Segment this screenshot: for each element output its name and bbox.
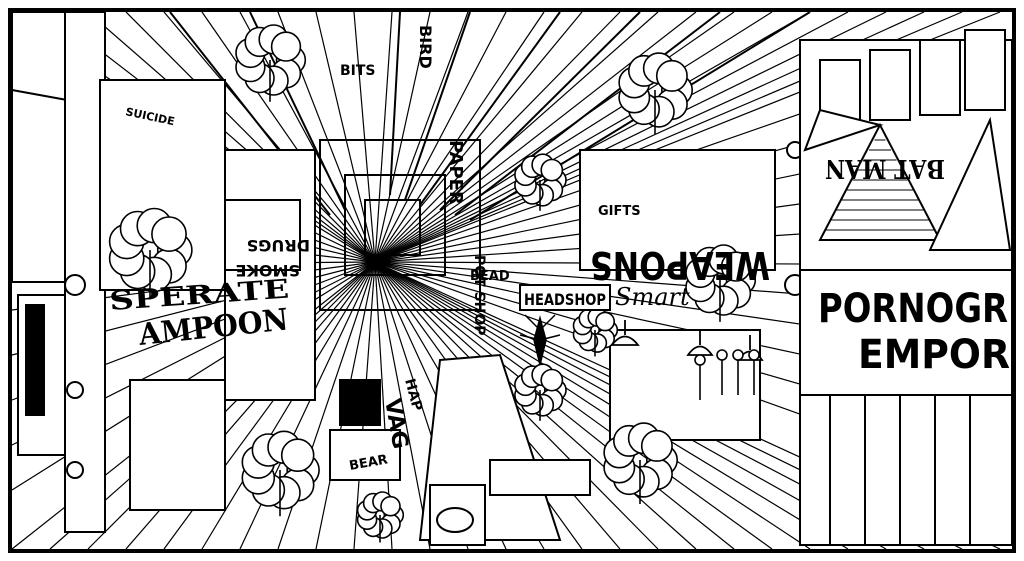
sign-bead: BEAD bbox=[470, 269, 510, 284]
perspective-ray bbox=[374, 11, 659, 263]
sign-weapons-text: WEAPONS bbox=[590, 243, 770, 287]
foliage-clump bbox=[540, 158, 564, 182]
perspective-ray bbox=[374, 11, 735, 263]
tree bbox=[514, 363, 567, 421]
perspective-ray bbox=[87, 11, 376, 263]
tree bbox=[603, 422, 678, 504]
tree bbox=[572, 307, 619, 357]
foliage-clump bbox=[540, 368, 564, 392]
perspective-ray bbox=[374, 11, 811, 263]
sign-pornography: PORNOGR bbox=[818, 286, 1008, 332]
foliage-clump bbox=[270, 31, 302, 62]
window-figures bbox=[694, 349, 760, 400]
perspective-ray bbox=[374, 11, 507, 263]
foliage-clump bbox=[655, 59, 688, 92]
pot-leaf-icon bbox=[519, 314, 561, 366]
sign-smoke: SMOKE bbox=[236, 261, 300, 280]
sign-headshop-text: HEADSHOP bbox=[524, 290, 606, 309]
foliage-clump bbox=[380, 495, 401, 517]
sign-bits: BITS bbox=[340, 63, 376, 79]
sign-bat-man-text: BAT MAN bbox=[825, 153, 945, 183]
tree bbox=[235, 24, 307, 102]
sign-bat-man: BAT MAN bbox=[825, 153, 945, 183]
perspective-ray bbox=[374, 11, 773, 263]
perspective-ray bbox=[374, 11, 545, 263]
sign-smart-text: Smart bbox=[615, 283, 690, 311]
sign-drugs: DRUGS bbox=[247, 236, 310, 255]
sign-emporium-text: EMPOR bbox=[858, 332, 1010, 378]
tree bbox=[514, 153, 567, 211]
tree bbox=[108, 207, 193, 300]
sign-bird-text: BIRD bbox=[416, 25, 435, 69]
sign-bead-text: BEAD bbox=[470, 269, 510, 284]
pennant-awnings bbox=[803, 108, 1012, 251]
perspective-ray bbox=[374, 11, 697, 263]
sign-smoke-text: SMOKE bbox=[236, 261, 300, 280]
tree bbox=[241, 430, 320, 517]
perspective-ray bbox=[374, 11, 583, 263]
sign-pornography-text: PORNOGR bbox=[818, 286, 1008, 332]
sign-gifts: GIFTS bbox=[598, 204, 641, 219]
sign-bits-text: BITS bbox=[340, 63, 376, 79]
perspective-ray bbox=[201, 11, 376, 263]
sign-emporium: EMPOR bbox=[858, 332, 1010, 378]
sign-pot-shop-text: POT SHOP bbox=[471, 255, 487, 336]
foliage-clump bbox=[640, 429, 673, 462]
perspective-ray bbox=[374, 11, 469, 263]
tree bbox=[618, 52, 693, 134]
sign-headshop: HEADSHOP bbox=[519, 284, 611, 311]
perspective-ray bbox=[374, 11, 431, 263]
sign-drugs-text: DRUGS bbox=[247, 236, 310, 255]
perspective-ray bbox=[374, 11, 393, 263]
foliage-clump bbox=[595, 311, 616, 332]
sign-gifts-text: GIFTS bbox=[598, 204, 641, 219]
foliage-clump bbox=[151, 216, 187, 253]
corridor-depth-frames bbox=[319, 139, 481, 311]
sign-bear-text: BEAR bbox=[348, 452, 389, 474]
perspective-ray bbox=[353, 11, 376, 263]
sign-smart: Smart bbox=[615, 283, 690, 311]
perspective-ray bbox=[125, 11, 376, 263]
sign-paper: PAPER bbox=[445, 140, 466, 205]
pennant-hatching bbox=[825, 139, 935, 231]
foliage-clump bbox=[720, 251, 752, 282]
sign-paper-text: PAPER bbox=[445, 140, 466, 205]
street-floor bbox=[329, 353, 591, 546]
perspective-ray bbox=[374, 11, 849, 263]
sign-bird: BIRD bbox=[416, 25, 435, 69]
perspective-ray bbox=[374, 11, 621, 263]
left-wall bbox=[11, 11, 316, 533]
tree bbox=[685, 244, 757, 322]
foliage-clump bbox=[280, 438, 315, 473]
sign-pot-shop: POT SHOP bbox=[471, 255, 487, 336]
trees-foliage bbox=[108, 24, 757, 543]
tree bbox=[356, 491, 405, 543]
sign-weapons: WEAPONS bbox=[590, 243, 770, 287]
sign-bear: BEAR bbox=[348, 452, 389, 474]
